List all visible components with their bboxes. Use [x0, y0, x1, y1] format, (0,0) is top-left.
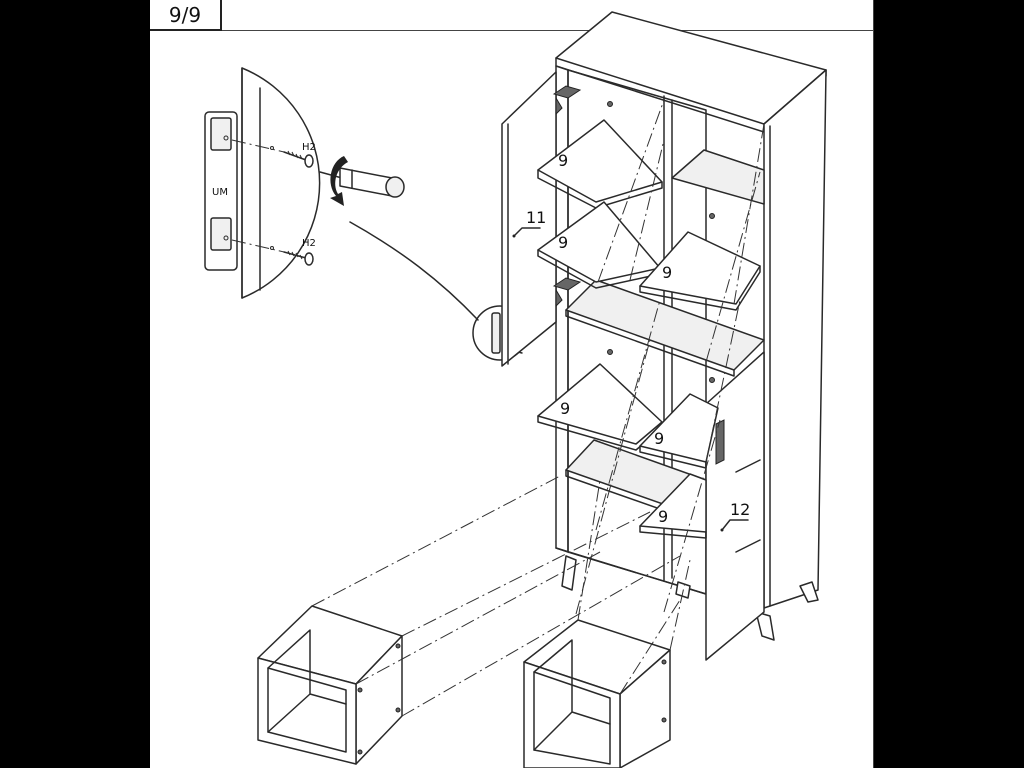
detail-hole — [223, 135, 229, 141]
door-right: 12 — [705, 351, 765, 661]
drawer-pin — [661, 717, 667, 723]
part-label-shelf: 9 — [658, 507, 668, 526]
drawer-pin — [357, 687, 363, 693]
cabinet-body — [555, 11, 827, 641]
shelf-pin — [607, 349, 613, 355]
leg-front-left — [561, 555, 577, 591]
part-label-shelf: 9 — [654, 429, 664, 448]
door-damper-icon — [319, 167, 405, 198]
cabinet-right-side — [763, 69, 827, 609]
fixed-shelf-middle-edge — [565, 309, 735, 377]
door-left-panel — [501, 71, 557, 367]
drawer-pin — [395, 707, 401, 713]
part-label-shelf: 9 — [662, 263, 672, 282]
drawer-box-left-inner — [267, 629, 347, 733]
shelf-pin — [709, 377, 715, 383]
hinge-icon — [552, 277, 582, 308]
drawer-pin — [661, 659, 667, 665]
detail-guide-line — [231, 139, 285, 153]
frame-line-right — [873, 0, 874, 768]
detail-leader-line — [349, 221, 479, 321]
handle-icon — [715, 419, 725, 465]
detail-hinge-plate-top — [210, 117, 232, 151]
detail-guide-line — [231, 239, 285, 253]
screw-label-bottom: H2 — [302, 238, 316, 249]
drawer-box-left-front — [257, 657, 357, 765]
part-label-shelf: 9 — [560, 399, 570, 418]
part-label-shelf: 9 — [558, 233, 568, 252]
shelf-pin — [709, 213, 715, 219]
part-label-dot — [512, 234, 516, 238]
marker-label: UM — [212, 187, 228, 198]
detail-callout: H2 H2 UM — [204, 67, 528, 361]
part-label-leader — [721, 519, 749, 531]
insertion-guide-lines — [311, 99, 765, 717]
fixed-shelf-middle — [565, 279, 765, 371]
drawer-box-left-opening — [267, 667, 347, 753]
leg-back-right — [799, 581, 819, 603]
leg-front-right — [755, 611, 775, 641]
fixed-shelf-upper-right — [671, 149, 765, 205]
screw-icon — [283, 150, 314, 168]
detail-hole — [223, 235, 229, 241]
detail-magnifier — [241, 67, 321, 299]
hinge-icon — [552, 85, 582, 116]
door-left: 11 — [501, 71, 582, 367]
detail-hinge-plate-bottom — [210, 217, 232, 251]
drawer-pin — [357, 749, 363, 755]
drawer-box-right — [523, 619, 671, 768]
drawer-box-right-front — [523, 661, 621, 768]
screw-label-top: H2 — [302, 142, 316, 153]
screw-icon — [283, 250, 314, 266]
part-label-shelf: 9 — [558, 151, 568, 170]
frame-line-top — [222, 30, 874, 31]
shelf-bottom-right: 9 — [639, 473, 707, 539]
step-number-box: 9/9 — [150, 0, 222, 31]
part-label-door-right: 12 — [730, 500, 750, 519]
detail-hole — [270, 146, 274, 150]
shelf-lower-right: 9 — [639, 393, 719, 469]
shelf-upper-right: 9 — [639, 231, 761, 311]
detail-hole — [270, 246, 274, 250]
shelf-pin — [607, 101, 613, 107]
part-label-dot — [720, 528, 724, 532]
part-label-door-left: 11 — [526, 208, 546, 227]
drawer-box-right-inner — [533, 639, 611, 751]
rotation-arrow-icon — [330, 156, 348, 206]
drawer-pin — [395, 643, 401, 649]
part-label-leader — [513, 227, 541, 237]
door-right-grooves — [735, 459, 761, 553]
drawer-box-left — [257, 605, 403, 765]
drawer-box-right-opening — [533, 671, 611, 765]
